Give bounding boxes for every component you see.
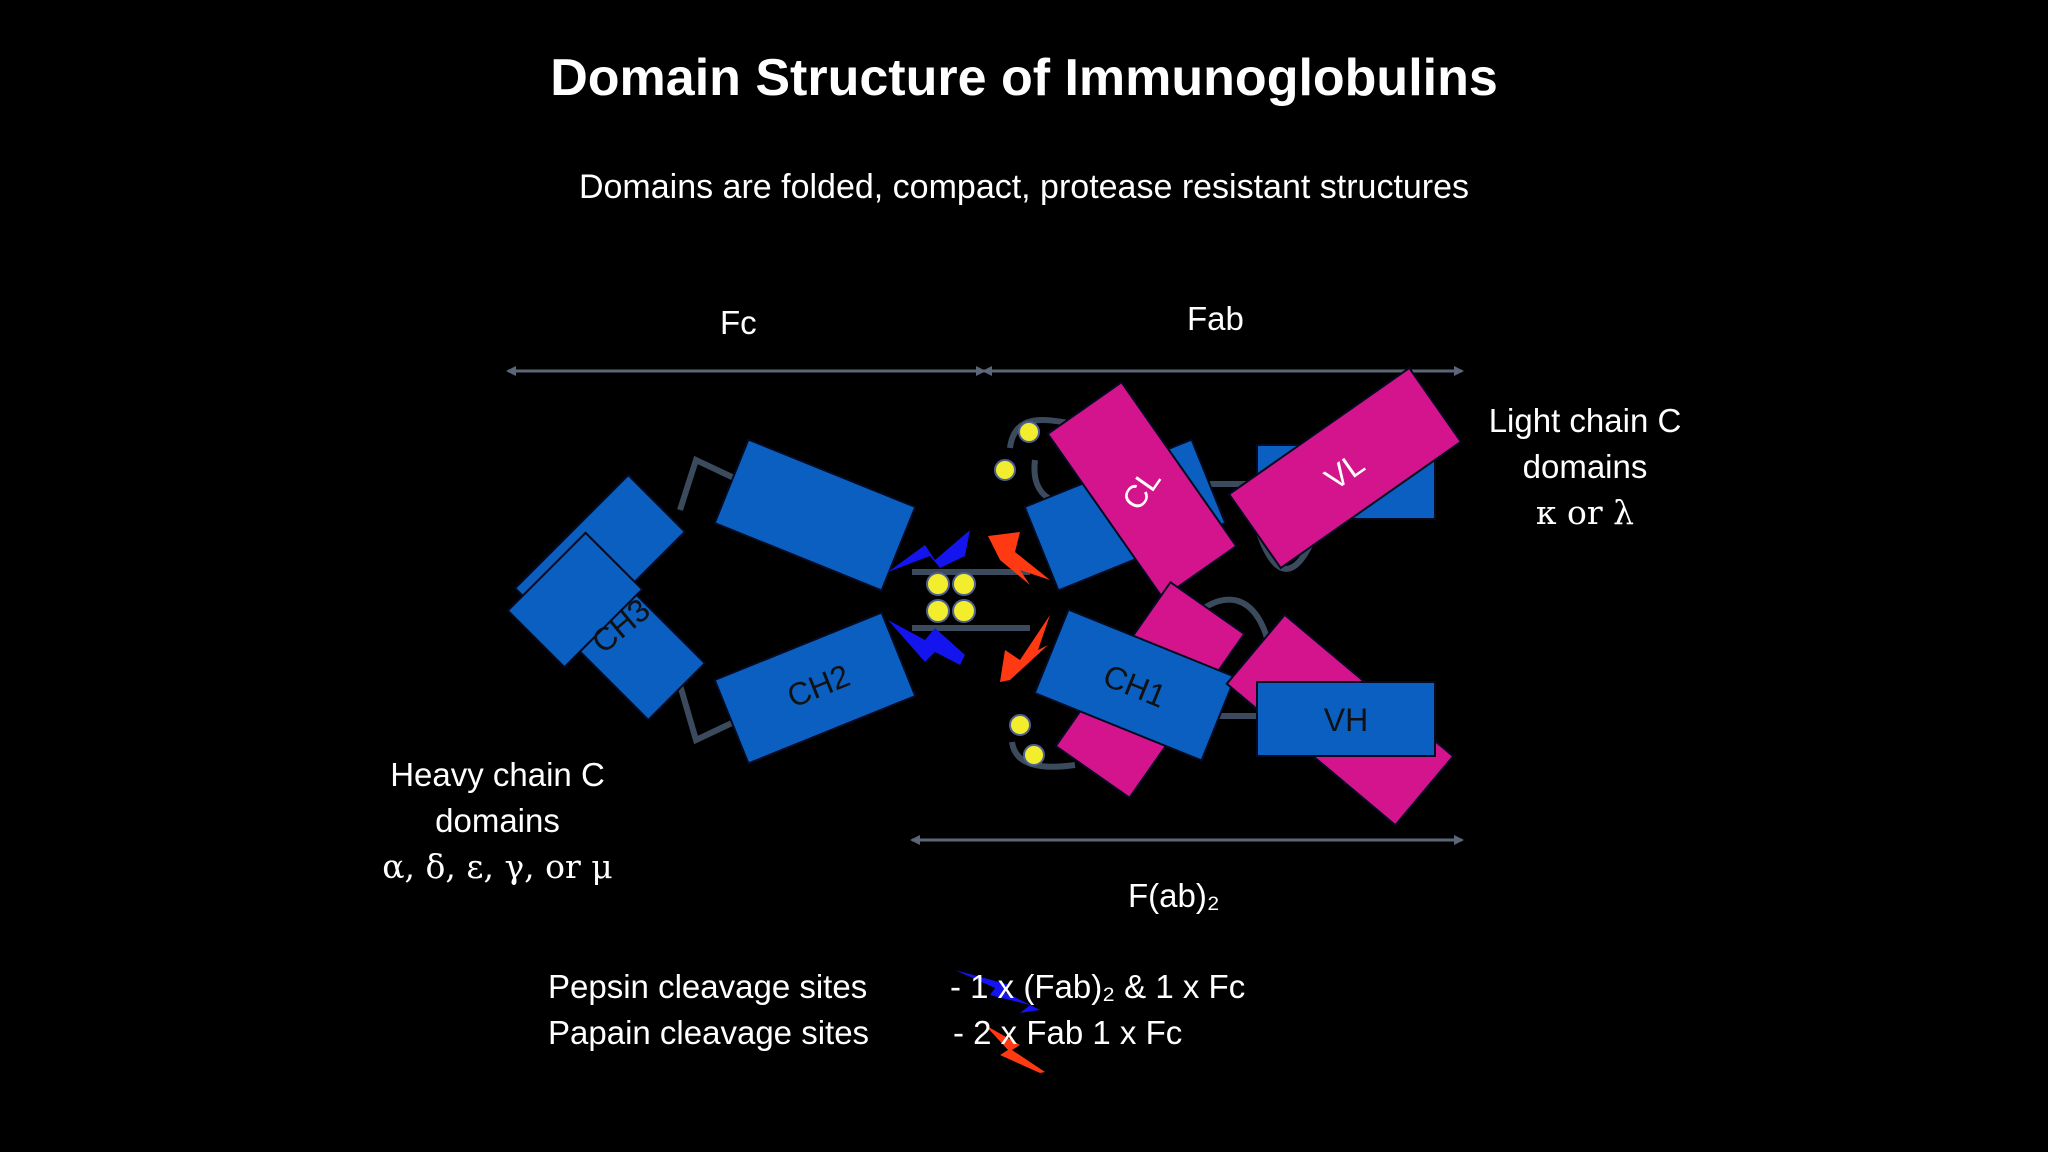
ch2-domain-upper <box>713 438 917 592</box>
heavy-chain-line-2: domains <box>435 802 560 839</box>
ch2-domain-lower: CH2 <box>713 611 917 765</box>
vh-label: VH <box>1324 702 1368 738</box>
papain-legend-icon <box>985 1025 1045 1073</box>
pepsin-legend-label: Pepsin cleavage sites <box>548 968 868 1005</box>
pepsin-legend-result: - 1 x (Fab)₂ & 1 x Fc <box>950 968 1246 1005</box>
papain-cleavage-icons <box>988 532 1050 682</box>
light-chain-label: Light chain C domains κ or λ <box>1470 398 1700 536</box>
papain-legend-result: - 2 x Fab 1 x Fc <box>953 1014 1183 1051</box>
fab-label: Fab <box>1187 300 1244 337</box>
fab2-label: F(ab)₂ <box>1128 877 1220 914</box>
vh-domain: VH <box>1256 681 1436 757</box>
heavy-chain-line-1: Heavy chain C <box>390 756 605 793</box>
fc-label: Fc <box>720 304 757 341</box>
heavy-chain-label: Heavy chain C domains α, δ, ε, γ, or μ <box>375 752 620 890</box>
page-title: Domain Structure of Immunoglobulins <box>550 49 1498 107</box>
light-chain-line-1: Light chain C <box>1488 402 1682 439</box>
light-chain-line-2: domains <box>1522 448 1648 485</box>
pepsin-cleavage-icons <box>888 530 970 665</box>
ch1-domain: CH1 <box>1033 608 1237 762</box>
page-subtitle: Domains are folded, compact, protease re… <box>578 168 1470 206</box>
heavy-chain-line-3: α, δ, ε, γ, or μ <box>382 847 613 886</box>
papain-legend-label: Papain cleavage sites <box>548 1014 870 1051</box>
disulfide-bonds <box>926 421 1045 766</box>
ch3-domain: CH3 <box>506 473 707 722</box>
pepsin-legend-icon <box>955 970 1040 1013</box>
vl-domain: VL <box>1227 366 1463 570</box>
cl-domain: CL <box>1046 380 1238 600</box>
light-chain-line-3: κ or λ <box>1535 493 1635 532</box>
